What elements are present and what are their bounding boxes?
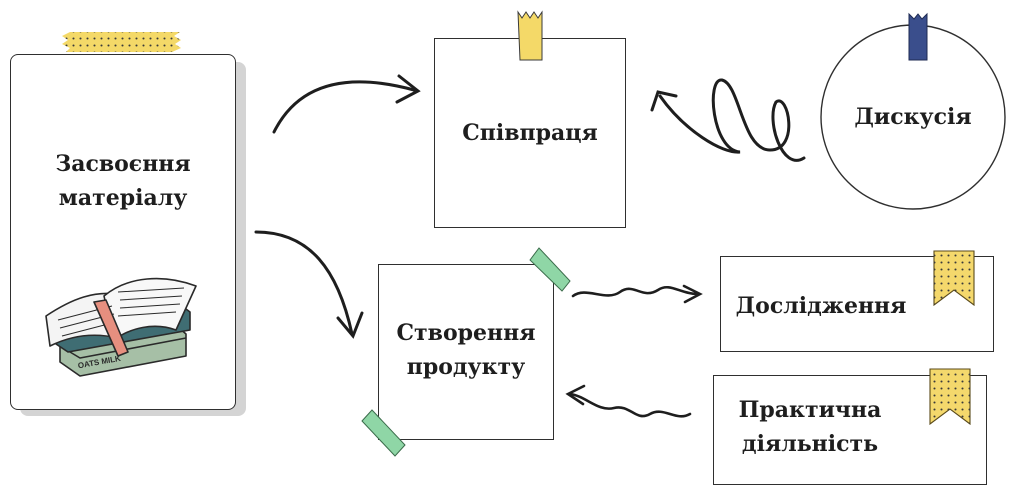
product-card [378, 264, 554, 440]
navy-tape-discussion [908, 12, 928, 61]
product-label: Створення продукту [396, 320, 536, 381]
green-tape-product-top [529, 247, 571, 292]
arrow-main-to-product [254, 230, 364, 339]
ribbon-bookmark-research [933, 250, 975, 307]
collaboration-label: Співпраця [462, 120, 598, 146]
research-label: Дослідження [735, 293, 907, 319]
yellow-dotted-tape [62, 32, 181, 52]
arrow-product-to-research [571, 284, 703, 304]
green-tape-product-bottom [361, 409, 406, 457]
collaboration-card [434, 38, 626, 228]
arrow-discussion-to-collaboration [650, 78, 806, 162]
arrow-main-to-collaboration [272, 74, 421, 134]
book-stack-illustration [45, 277, 197, 377]
practice-label: Практична діяльність [738, 397, 882, 458]
arrow-practice-to-product [565, 384, 692, 418]
yellow-tape-collaboration [517, 10, 543, 61]
main-card-label: Засвоєння матеріалу [55, 151, 191, 212]
book-ribbon [93, 299, 129, 357]
open-book-right-page [103, 277, 197, 341]
ribbon-bookmark-practice [929, 368, 971, 426]
discussion-label: Дискусія [854, 104, 972, 130]
